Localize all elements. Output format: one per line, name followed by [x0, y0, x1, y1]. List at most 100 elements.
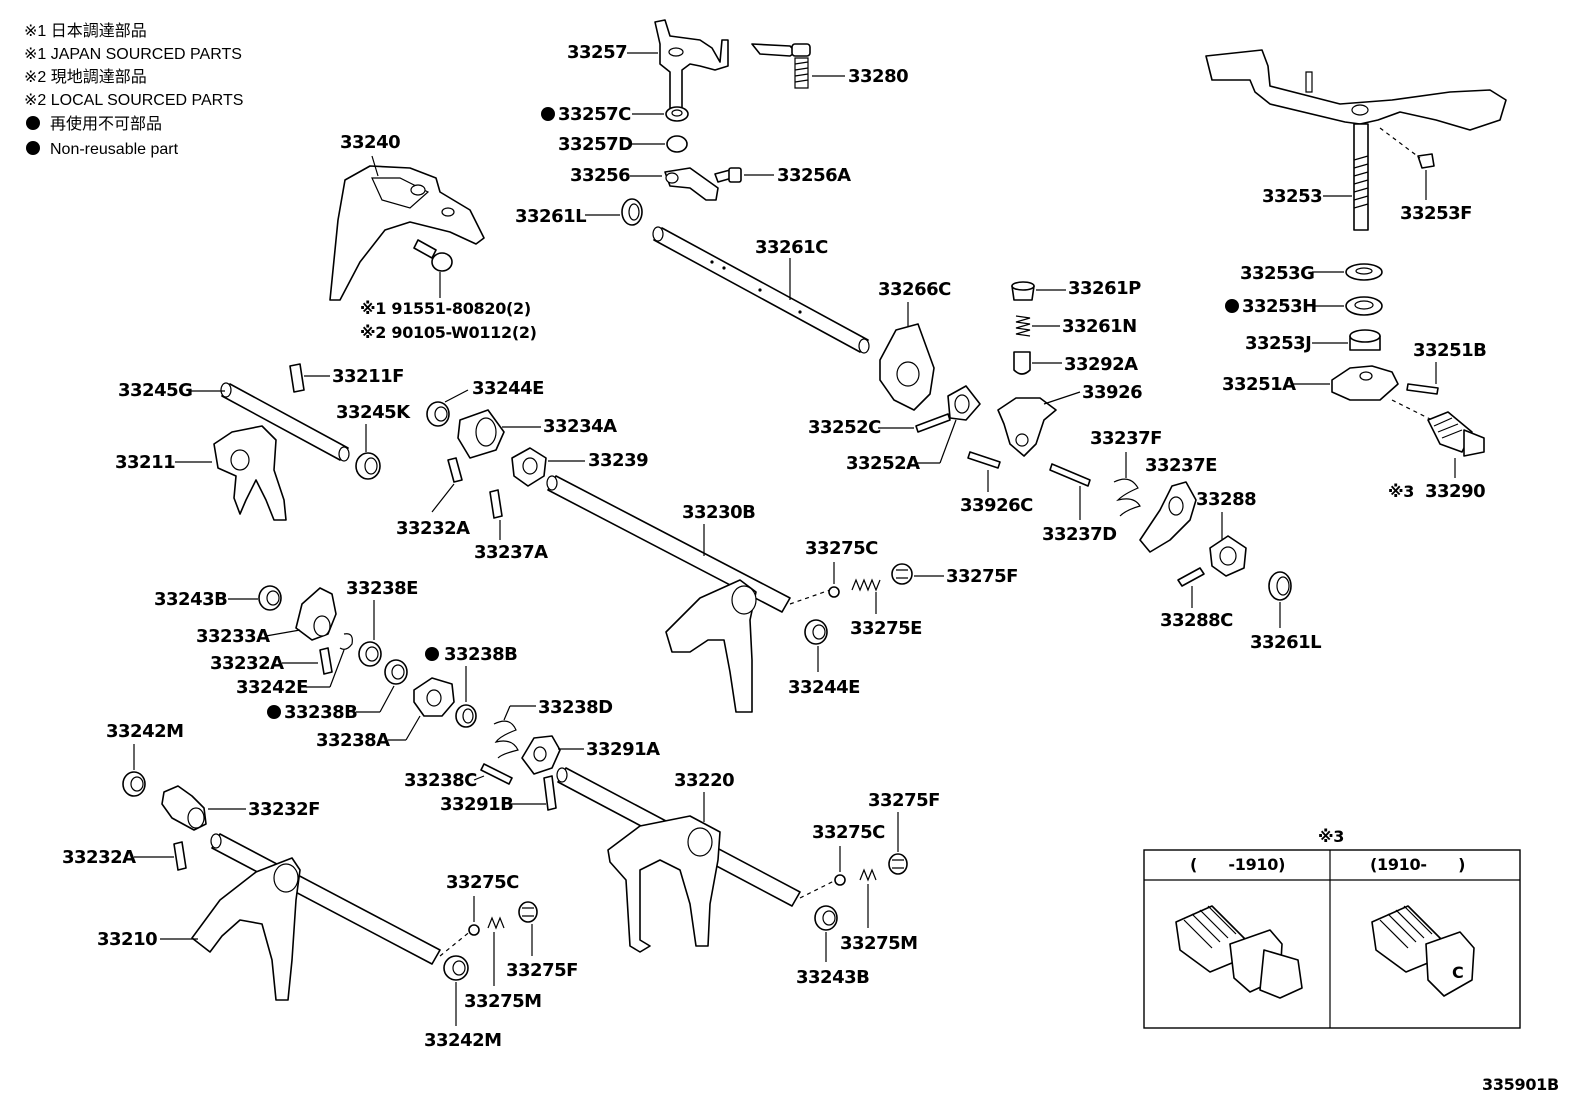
part-33245G-shaft[interactable]	[220, 382, 350, 462]
plug-variant-mark: C	[1452, 963, 1463, 982]
part-33237D-rod[interactable]	[1049, 463, 1091, 487]
part-33275F-plug-a[interactable]	[891, 563, 913, 585]
part-33242M-bushing-bottom[interactable]	[443, 955, 469, 981]
part-33232F-sleeve[interactable]	[161, 785, 207, 831]
part-33242M-bushing-top[interactable]	[122, 771, 146, 797]
part-33253J-bushing[interactable]	[1349, 329, 1381, 351]
part-33230B-shift-fork[interactable]	[546, 475, 791, 713]
label-33290: 33290	[1425, 481, 1485, 502]
part-33233A-sleeve[interactable]	[295, 587, 337, 641]
part-33256-lever[interactable]	[664, 167, 719, 201]
label-33242M-bottom: 33242M	[424, 1030, 502, 1051]
part-33252A-sleeve[interactable]	[947, 385, 981, 421]
part-33261L-bushing-top[interactable]	[621, 198, 643, 226]
part-33275F-plug-b[interactable]	[888, 853, 908, 875]
label-33261P: 33261P	[1068, 278, 1141, 299]
part-33237F-spring[interactable]	[1113, 478, 1141, 517]
part-33237E-lever[interactable]	[1139, 481, 1197, 553]
label-bolt-japan-sourced: ※1 91551-80820(2)	[360, 299, 531, 318]
part-33238C-pin[interactable]	[480, 763, 513, 785]
label-33252A: 33252A	[846, 453, 920, 474]
part-33242E-clip[interactable]	[339, 633, 353, 650]
label-33240: 33240	[340, 132, 400, 153]
part-33210-shift-fork[interactable]	[191, 833, 441, 1001]
part-33291B-pin[interactable]	[543, 775, 557, 811]
part-33275C-ball-c[interactable]	[468, 924, 480, 936]
part-33238E-seal[interactable]	[358, 641, 382, 667]
part-33275M-spring-c[interactable]	[487, 916, 505, 930]
part-33257-lever[interactable]	[654, 19, 729, 109]
part-33243B-bushing-top[interactable]	[258, 585, 282, 611]
label-33232A-bottom: 33232A	[62, 847, 136, 868]
part-33261L-bushing-right[interactable]	[1268, 571, 1292, 601]
part-33291A-lever[interactable]	[521, 735, 561, 775]
part-33237A-pin[interactable]	[489, 489, 503, 519]
part-33926C-pin[interactable]	[967, 451, 1001, 469]
part-33244E-bushing-top[interactable]	[426, 401, 450, 427]
part-33234A-sleeve[interactable]	[457, 409, 505, 459]
part-33253G-washer[interactable]	[1345, 263, 1383, 281]
label-33245K: 33245K	[336, 402, 411, 423]
part-33220-shift-fork[interactable]	[556, 767, 801, 953]
part-33244E-bushing-bottom[interactable]	[804, 619, 828, 645]
part-33238B-seal-upper[interactable]	[384, 659, 408, 685]
part-33261P-plug[interactable]	[1011, 281, 1035, 301]
part-33275C-ball-a[interactable]	[828, 586, 840, 598]
label-33238C: 33238C	[404, 770, 477, 791]
part-33280-screw[interactable]	[751, 43, 811, 89]
label-33257C: 33257C	[558, 104, 631, 125]
plug-variant-early	[1175, 905, 1303, 999]
part-33261N-spring[interactable]	[1015, 315, 1031, 337]
part-33238A-collar[interactable]	[413, 677, 455, 717]
label-33253H: 33253H	[1242, 296, 1317, 317]
part-33251A-lever[interactable]	[1331, 365, 1399, 401]
label-33243B-bottom: 33243B	[796, 967, 869, 988]
part-33275E-spring[interactable]	[851, 578, 881, 592]
part-33257D-bushing[interactable]	[666, 135, 688, 153]
label-33245G: 33245G	[118, 380, 192, 401]
part-33253H-seal[interactable]	[1345, 296, 1383, 316]
part-33253-lever[interactable]	[1205, 49, 1507, 231]
part-33926-lever[interactable]	[997, 397, 1057, 457]
part-33256A-bolt[interactable]	[714, 167, 742, 183]
label-33290-note: ※3	[1388, 482, 1414, 501]
part-33211-fork[interactable]	[213, 425, 287, 521]
part-33211F-pin[interactable]	[289, 363, 305, 393]
part-33239-collar[interactable]	[511, 447, 547, 487]
part-33275F-plug-c[interactable]	[518, 901, 538, 923]
part-33243B-bushing-bottom[interactable]	[814, 905, 838, 931]
label-33237F: 33237F	[1090, 428, 1162, 449]
label-33275F-a: 33275F	[946, 566, 1018, 587]
part-33261C-shaft[interactable]	[652, 226, 870, 354]
part-33257C-seal[interactable]	[665, 106, 689, 122]
part-33290-plug[interactable]	[1427, 411, 1485, 457]
part-33266C-fork-head[interactable]	[879, 323, 935, 411]
part-33232A-pin-mid[interactable]	[447, 457, 463, 483]
part-bolt-91551[interactable]	[413, 239, 453, 272]
part-33252C-pin[interactable]	[915, 413, 951, 433]
part-33275M-spring-b[interactable]	[859, 868, 877, 882]
part-33288C-pin[interactable]	[1177, 567, 1205, 587]
part-33275C-ball-b[interactable]	[834, 874, 846, 886]
label-33275F-c: 33275F	[506, 960, 578, 981]
inset-note: ※3	[1318, 827, 1344, 846]
label-33232A-mid: 33232A	[396, 518, 470, 539]
part-33253F-clip[interactable]	[1417, 153, 1435, 169]
part-33251B-pin[interactable]	[1406, 383, 1439, 395]
part-33288-collar[interactable]	[1209, 535, 1247, 577]
label-33280: 33280	[848, 66, 908, 87]
part-33240-bracket[interactable]	[329, 165, 485, 301]
label-33233A: 33233A	[196, 626, 270, 647]
label-33256: 33256	[570, 165, 630, 186]
label-33238B-bottom: 33238B	[284, 702, 357, 723]
part-33232A-pin-bottom[interactable]	[173, 841, 187, 871]
part-33292A-ball[interactable]	[1013, 351, 1031, 375]
label-33261L-right: 33261L	[1250, 632, 1321, 653]
part-33238D-spring[interactable]	[493, 720, 519, 759]
label-33244E-bottom: 33244E	[788, 677, 860, 698]
non-reusable-dot-icon	[26, 116, 40, 130]
part-33245K-bushing[interactable]	[355, 452, 381, 480]
part-33232A-pin-left[interactable]	[319, 647, 333, 675]
part-33238-seal-mid[interactable]	[455, 704, 477, 728]
